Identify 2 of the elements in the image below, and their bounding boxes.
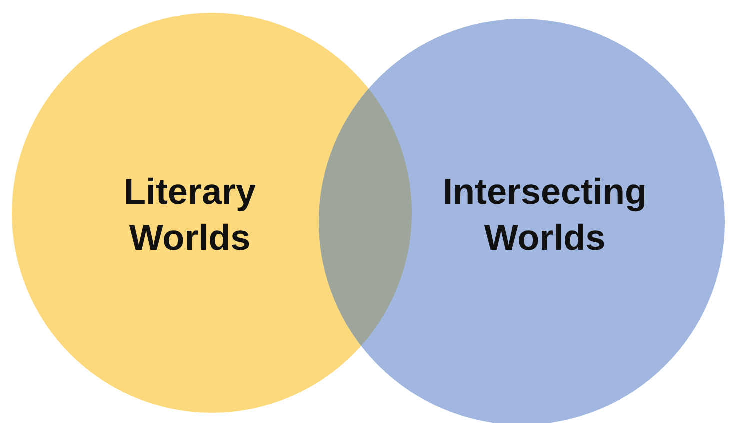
circle-label: Literary Worlds — [122, 170, 258, 260]
circle-label: Intersecting Worlds — [442, 170, 648, 260]
